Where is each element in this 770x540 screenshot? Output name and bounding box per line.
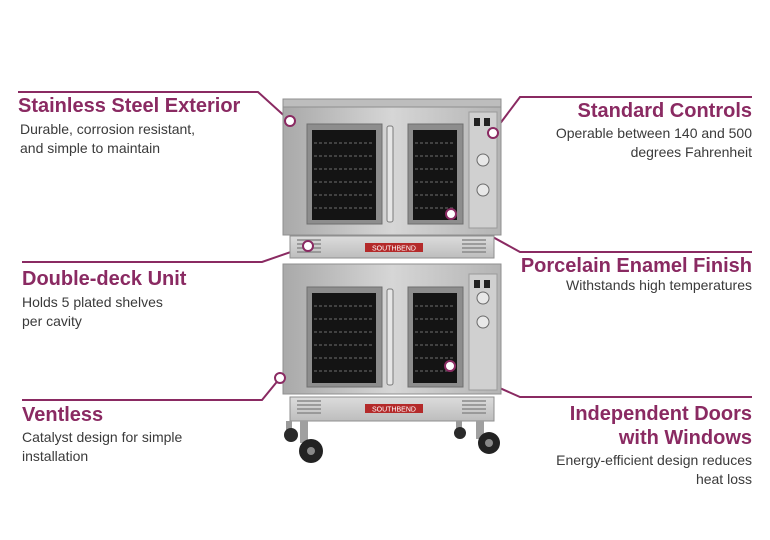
callout-dot-porcelain bbox=[445, 208, 457, 220]
feature-desc-controls: Operable between 140 and 500 degrees Fah… bbox=[556, 124, 752, 162]
feature-desc-line: Catalyst design for simple bbox=[22, 429, 183, 445]
feature-desc-line: and simple to maintain bbox=[20, 140, 161, 156]
leader-lines bbox=[18, 91, 752, 401]
callout-dot-doors bbox=[444, 360, 456, 372]
feature-desc-line: heat loss bbox=[695, 471, 752, 487]
leader-double-deck bbox=[22, 245, 309, 263]
brand-text-upper: SOUTHBEND bbox=[372, 246, 416, 253]
brand-badge-upper bbox=[365, 243, 423, 252]
callout-dot-stainless bbox=[284, 115, 296, 127]
control-knob bbox=[476, 183, 490, 197]
feature-desc-double-deck: Holds 5 plated shelves per cavity bbox=[22, 293, 163, 331]
feature-desc-porcelain: Withstands high temperatures bbox=[566, 276, 752, 295]
feature-title-double-deck: Double-deck Unit bbox=[22, 268, 187, 290]
oven-body: SOUTHBEND SOUTHBEND bbox=[282, 98, 502, 463]
callout-dot-double-deck bbox=[302, 240, 314, 252]
feature-desc-ventless: Catalyst design for simple installation bbox=[22, 428, 182, 466]
feature-desc-line: Holds 5 plated shelves bbox=[22, 294, 163, 310]
callout-dot-controls bbox=[487, 127, 499, 139]
feature-desc-line: degrees Fahrenheit bbox=[630, 144, 752, 160]
callout-dot-ventless bbox=[274, 372, 286, 384]
feature-desc-doors: Energy-efficient design reduces heat los… bbox=[556, 451, 752, 489]
feature-title-doors: Independent Doors with Windows bbox=[570, 402, 752, 450]
feature-desc-line: Energy-efficient design reduces bbox=[556, 452, 752, 468]
feature-title-porcelain: Porcelain Enamel Finish bbox=[520, 255, 752, 277]
brand-badge-lower bbox=[365, 404, 423, 413]
feature-desc-stainless: Durable, corrosion resistant, and simple… bbox=[20, 120, 195, 158]
control-knob bbox=[476, 315, 490, 329]
power-switch bbox=[484, 118, 490, 126]
feature-title-line: with Windows bbox=[618, 427, 752, 449]
callout-dots bbox=[274, 115, 499, 384]
feature-title-line: Independent Doors bbox=[569, 403, 752, 425]
feature-desc-line: Operable between 140 and 500 bbox=[555, 125, 752, 141]
feature-desc-line: Durable, corrosion resistant, bbox=[20, 121, 196, 137]
feature-desc-line: installation bbox=[22, 448, 89, 464]
feature-title-controls: Standard Controls bbox=[577, 100, 752, 122]
feature-desc-line: Withstands high temperatures bbox=[566, 277, 752, 293]
leader-stainless bbox=[18, 91, 291, 122]
feature-title-stainless: Stainless Steel Exterior bbox=[18, 95, 241, 117]
control-knob bbox=[476, 291, 490, 305]
leader-controls bbox=[492, 96, 752, 134]
power-switch bbox=[474, 280, 480, 288]
feature-desc-line: per cavity bbox=[22, 313, 82, 329]
power-switch bbox=[484, 280, 490, 288]
leader-ventless bbox=[22, 377, 281, 401]
power-switch bbox=[474, 118, 480, 126]
brand-text-lower: SOUTHBEND bbox=[372, 407, 416, 414]
feature-title-ventless: Ventless bbox=[22, 404, 104, 426]
control-knob bbox=[476, 153, 490, 167]
